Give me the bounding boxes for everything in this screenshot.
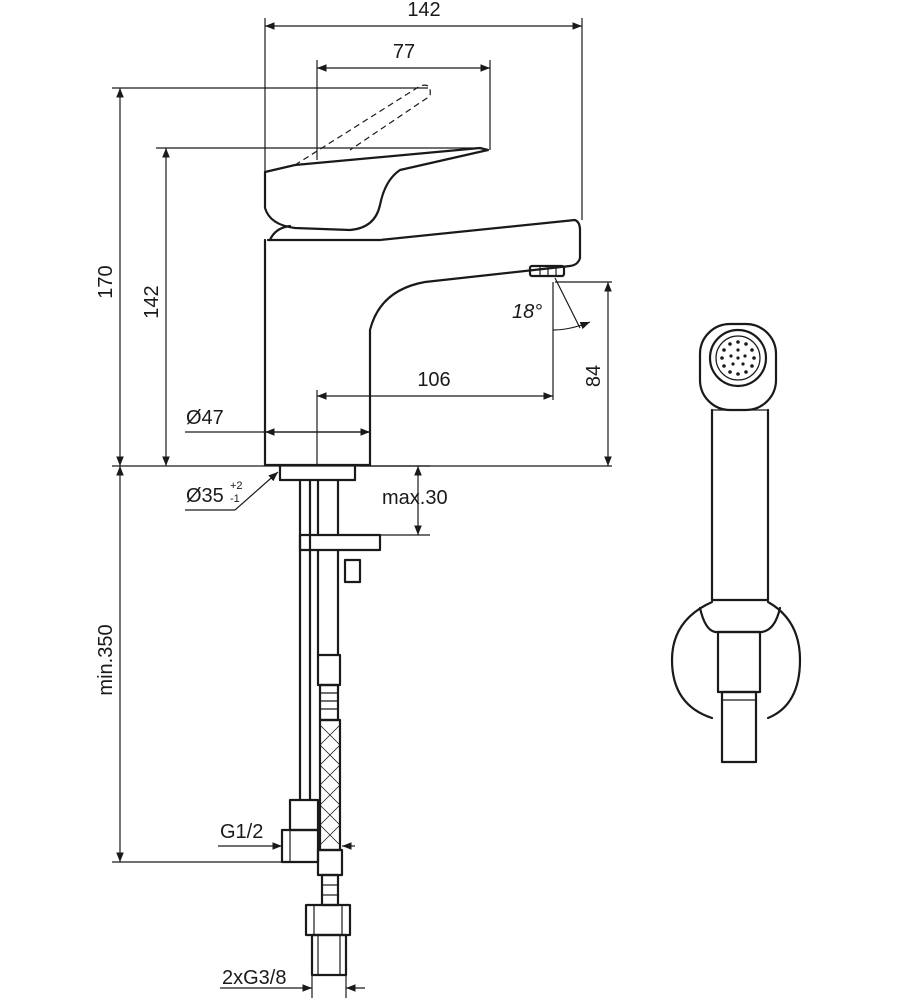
dim-max-deck: max.30 (382, 487, 448, 509)
dim-hole-tol-plus: +2 (230, 480, 243, 492)
faucet-side-view (263, 84, 582, 977)
connection-fitting (280, 798, 320, 864)
dim-min-below: min.350 (95, 624, 117, 695)
spout (266, 218, 582, 467)
lever-open-position (294, 84, 431, 166)
dimension-labels: 142 77 170 142 106 84 Ø47 Ø35 +2 -1 max.… (95, 0, 605, 989)
mounting-shank (298, 478, 382, 657)
dim-hole-tol-minus: -1 (230, 493, 240, 505)
dim-hole-diameter: Ø35 (186, 485, 224, 507)
wall-bracket-rosette (670, 600, 714, 720)
dim-total-height: 170 (95, 265, 117, 298)
faucet-body (263, 238, 372, 467)
aerator (528, 264, 566, 278)
dim-spout-height: 142 (141, 285, 163, 318)
flexible-hose (304, 653, 352, 977)
dim-width-top: 142 (407, 0, 440, 21)
dimension-lines (112, 18, 612, 998)
dim-lever-reach: 77 (393, 41, 415, 63)
dim-body-diameter: Ø47 (186, 407, 224, 429)
shower-handle (710, 408, 770, 602)
dim-connection: G1/2 (220, 821, 263, 843)
dim-spray-angle: 18° (512, 301, 542, 323)
lever-handle (263, 146, 490, 232)
dim-spout-reach: 106 (417, 369, 450, 391)
hand-shower-view (670, 322, 802, 764)
dim-hose-connection: 2xG3/8 (222, 967, 286, 989)
spray-nozzles (720, 340, 756, 376)
shower-holder (698, 606, 782, 634)
dim-outlet-height: 84 (583, 365, 605, 387)
